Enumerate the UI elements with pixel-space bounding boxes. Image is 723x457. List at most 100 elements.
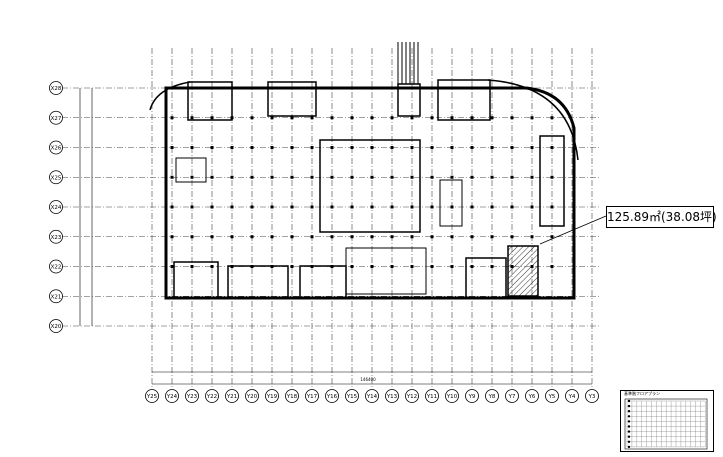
column bbox=[350, 265, 354, 268]
column bbox=[170, 116, 174, 120]
grid-label: Y14 bbox=[366, 394, 378, 400]
column bbox=[350, 116, 354, 120]
column bbox=[390, 265, 394, 268]
column bbox=[530, 175, 534, 179]
column bbox=[450, 265, 454, 268]
south-core-mid2 bbox=[299, 265, 347, 299]
column bbox=[330, 146, 334, 149]
column bbox=[270, 116, 274, 120]
grid-bubble-y20: Y20 bbox=[245, 389, 259, 403]
grid-label: Y12 bbox=[406, 394, 417, 400]
column bbox=[290, 265, 294, 268]
column bbox=[230, 175, 234, 179]
grid-bubble-y3: Y3 bbox=[585, 389, 599, 403]
column bbox=[490, 265, 494, 268]
column bbox=[490, 205, 494, 209]
column bbox=[510, 235, 514, 239]
column bbox=[270, 265, 274, 268]
column bbox=[230, 146, 234, 149]
grid-label: Y10 bbox=[446, 394, 458, 400]
column bbox=[390, 146, 394, 149]
column bbox=[550, 116, 554, 120]
column bbox=[210, 205, 214, 209]
column bbox=[350, 205, 354, 209]
column bbox=[310, 205, 314, 209]
grid-bubble-y12: Y12 bbox=[405, 389, 419, 403]
grid-label: X22 bbox=[51, 265, 62, 271]
column bbox=[290, 116, 294, 120]
column bbox=[290, 146, 294, 149]
column bbox=[190, 205, 194, 209]
column bbox=[210, 175, 214, 179]
grid-bubble-y24: Y24 bbox=[165, 389, 179, 403]
leased-area-hatched bbox=[507, 245, 539, 297]
column bbox=[430, 265, 434, 268]
column bbox=[210, 116, 214, 120]
grid-label: X24 bbox=[51, 205, 62, 211]
column bbox=[550, 265, 554, 268]
grid-bubble-y19: Y19 bbox=[265, 389, 279, 403]
north-stair bbox=[397, 83, 421, 117]
column bbox=[230, 205, 234, 209]
grid-label: Y24 bbox=[166, 394, 178, 400]
column bbox=[530, 205, 534, 209]
grid-label: X20 bbox=[51, 324, 62, 330]
grid-bubble-y10: Y10 bbox=[445, 389, 459, 403]
column bbox=[450, 146, 454, 149]
column bbox=[450, 175, 454, 179]
column bbox=[390, 205, 394, 209]
south-core-mid bbox=[227, 265, 289, 299]
grid-label: X27 bbox=[51, 116, 62, 122]
column bbox=[250, 116, 254, 120]
curved-corner-wall-left bbox=[149, 81, 191, 111]
grid-bubble-y9: Y9 bbox=[465, 389, 479, 403]
grid-bubble-y8: Y8 bbox=[485, 389, 499, 403]
column bbox=[210, 265, 214, 268]
column bbox=[350, 175, 354, 179]
grid-bubble-y7: Y7 bbox=[505, 389, 519, 403]
column bbox=[250, 205, 254, 209]
column bbox=[410, 235, 414, 239]
column bbox=[450, 235, 454, 239]
grid-label: X21 bbox=[51, 294, 62, 300]
grid-bubble-x22: X22 bbox=[49, 259, 63, 274]
grid-label: Y7 bbox=[508, 394, 516, 400]
column bbox=[310, 175, 314, 179]
column bbox=[450, 205, 454, 209]
column bbox=[470, 235, 474, 239]
column bbox=[470, 265, 474, 268]
column bbox=[490, 235, 494, 239]
grid-bubble-x23: X23 bbox=[49, 229, 63, 244]
column bbox=[510, 146, 514, 149]
grid-label: Y17 bbox=[306, 394, 318, 400]
grid-label: Y22 bbox=[206, 394, 217, 400]
grid-label: X25 bbox=[51, 175, 62, 181]
column bbox=[490, 175, 494, 179]
area-callout: 125.89㎡(38.08坪) bbox=[606, 206, 717, 228]
south-core-right bbox=[465, 257, 507, 299]
column bbox=[230, 116, 234, 120]
column bbox=[550, 205, 554, 209]
east-core bbox=[539, 135, 565, 227]
column bbox=[370, 235, 374, 239]
grid-label: Y21 bbox=[226, 394, 237, 400]
column bbox=[450, 116, 454, 120]
grid-label: Y6 bbox=[528, 394, 536, 400]
column bbox=[270, 205, 274, 209]
column bbox=[270, 146, 274, 149]
grid-label: Y25 bbox=[146, 394, 158, 400]
column bbox=[530, 116, 534, 120]
column bbox=[390, 235, 394, 239]
column bbox=[370, 175, 374, 179]
column bbox=[430, 175, 434, 179]
key-plan-legend: 基準階フロアプラン bbox=[620, 390, 714, 452]
structural-columns bbox=[170, 116, 554, 268]
grid-label: X26 bbox=[51, 146, 62, 152]
column bbox=[470, 205, 474, 209]
column bbox=[250, 265, 254, 268]
column bbox=[470, 116, 474, 120]
column bbox=[190, 116, 194, 120]
